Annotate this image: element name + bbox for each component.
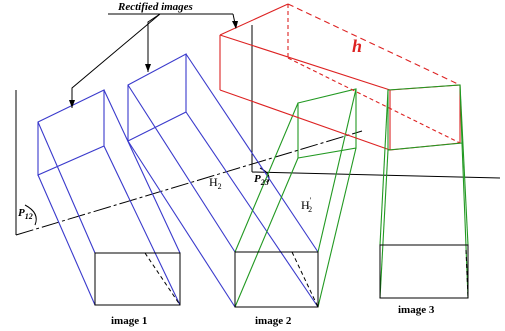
p23-letter: P [254,173,261,185]
image3-frame [379,244,469,299]
image2-rectified-frustum [127,53,319,308]
h-label: h [352,36,362,56]
h2-letter: H [209,175,218,189]
image2-label: image 2 [255,315,292,327]
h2-prime-subscript: 2 [308,205,312,214]
h2-prime-mark: ' [310,196,312,205]
rectified-red-box [219,3,461,151]
h2-prime-label: H'2 [301,196,312,214]
h2-prime-letter: H [301,198,310,212]
image1-frustum [37,89,181,306]
callout-arrowheads [69,21,238,108]
image3-frustum [379,84,469,299]
p23-subscript: 23 [260,178,269,187]
p12-subscript: 12 [25,212,33,221]
image1-frame [94,252,181,306]
image2-green-frustum [234,88,357,308]
plane-p12 [15,90,363,236]
p23-label: P23 [254,173,269,187]
image2-frame [234,251,319,308]
h2-label: H2 [209,175,222,191]
rectified-images-label: Rectified images [117,1,193,13]
p12-letter: P [18,207,25,219]
p12-label: P12 [18,207,33,221]
image1-label: image 1 [111,315,147,327]
image3-label: image 3 [398,304,435,316]
h2-subscript: 2 [218,182,222,191]
